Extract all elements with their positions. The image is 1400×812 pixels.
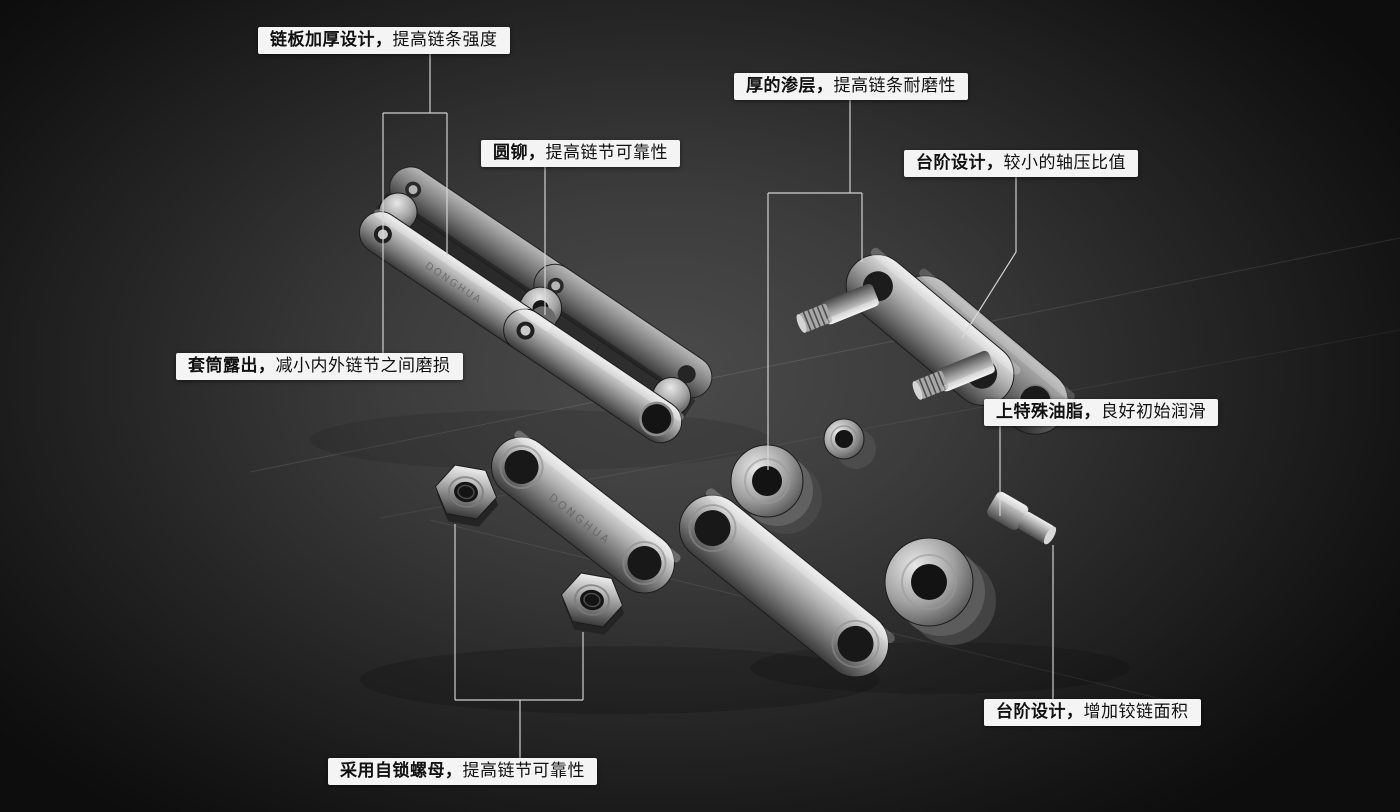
- inner-plate-right: [679, 488, 895, 678]
- label-self-locking-nut: 采用自锁螺母，提高链节可靠性: [328, 758, 597, 785]
- label-round-rivet: 圆铆，提高链节可靠性: [481, 140, 680, 167]
- label-plate-thickened: 链板加厚设计，提高链条强度: [258, 27, 510, 54]
- roller-mid: [730, 444, 822, 534]
- callout-line-step-axle: [961, 177, 1017, 339]
- stepped-pin-right: [987, 491, 1057, 545]
- callout-lines: [382, 53, 1054, 758]
- label-plate-thickened-rest: 提高链条强度: [392, 30, 498, 50]
- label-special-grease-rest: 良好初始润滑: [1101, 402, 1206, 422]
- label-step-design-hinge-bold: 台阶设计，: [996, 702, 1084, 722]
- label-thick-carburized-layer-rest: 提高链条耐磨性: [833, 76, 956, 96]
- label-thick-carburized-layer: 厚的渗层，提高链条耐磨性: [734, 73, 968, 100]
- label-thick-carburized-layer-bold: 厚的渗层，: [746, 76, 834, 96]
- label-self-locking-nut-bold: 采用自锁螺母，: [340, 761, 463, 781]
- label-step-design-axle-rest: 较小的轴压比值: [1003, 153, 1126, 173]
- callout-line-plate-thickened: [382, 53, 448, 353]
- callout-line-self-locking-nut: [454, 524, 584, 758]
- label-step-design-hinge-rest: 增加铰链面积: [1083, 702, 1189, 722]
- roller-large: [884, 537, 996, 645]
- chain-pin-upper: [792, 281, 882, 337]
- assembled-chain: DONGHUA: [358, 166, 713, 444]
- label-sleeve-exposed: 套筒露出，减小内外链节之间磨损: [176, 353, 463, 380]
- label-round-rivet-rest: 提高链节可靠性: [545, 143, 668, 163]
- bushing-small: [823, 418, 876, 469]
- callout-line-thick-layer: [767, 100, 863, 470]
- label-step-design-hinge: 台阶设计，增加铰链面积: [984, 699, 1201, 726]
- label-step-design-axle: 台阶设计，较小的轴压比值: [904, 150, 1138, 177]
- label-special-grease: 上特殊油脂，良好初始润滑: [984, 399, 1218, 426]
- label-sleeve-exposed-rest: 减小内外链节之间磨损: [275, 356, 451, 376]
- label-step-design-axle-bold: 台阶设计，: [916, 153, 1004, 173]
- inner-plate-left: DONGHUA: [491, 430, 681, 594]
- label-sleeve-exposed-bold: 套筒露出，: [188, 356, 276, 376]
- label-self-locking-nut-rest: 提高链节可靠性: [462, 761, 585, 781]
- label-plate-thickened-bold: 链板加厚设计，: [270, 30, 393, 50]
- label-special-grease-bold: 上特殊油脂，: [996, 402, 1101, 422]
- label-round-rivet-bold: 圆铆，: [493, 143, 546, 163]
